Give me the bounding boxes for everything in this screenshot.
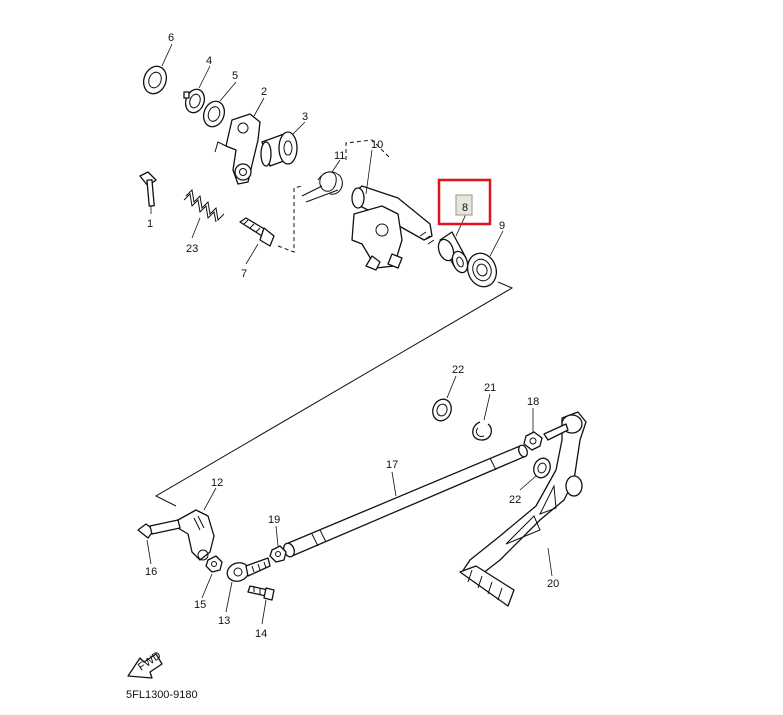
callout-12[interactable]: 12 xyxy=(211,477,223,489)
callout-14[interactable]: 14 xyxy=(255,628,267,640)
part-2-stopper-lever[interactable] xyxy=(214,113,261,185)
part-10-shift-shaft[interactable] xyxy=(351,185,435,271)
callout-4[interactable]: 4 xyxy=(206,55,212,67)
part-8-bush[interactable] xyxy=(436,231,471,275)
part-18-nut[interactable] xyxy=(523,431,543,451)
part-12-rod-end[interactable] xyxy=(177,509,215,561)
fwd-arrow-icon: FWD xyxy=(127,650,163,679)
part-19-nut[interactable] xyxy=(269,545,287,563)
selected-part-chip xyxy=(455,194,473,216)
callout-15[interactable]: 15 xyxy=(194,599,206,611)
part-3-collar[interactable] xyxy=(260,131,298,167)
diagram-code: 5FL1300-9180 xyxy=(126,689,198,701)
callout-21[interactable]: 21 xyxy=(484,382,496,394)
part-15-nut[interactable] xyxy=(205,555,223,573)
callout-2[interactable]: 2 xyxy=(261,86,267,98)
callout-3[interactable]: 3 xyxy=(302,111,308,123)
part-21-circlip[interactable] xyxy=(472,421,493,441)
part-5-washer[interactable] xyxy=(200,98,228,129)
callout-13[interactable]: 13 xyxy=(218,615,230,627)
part-14-bolt[interactable] xyxy=(247,585,275,601)
part-22-washer-lower[interactable] xyxy=(531,456,553,480)
selected-part-highlight xyxy=(437,178,492,226)
callout-7[interactable]: 7 xyxy=(241,268,247,280)
callout-8[interactable]: 8 xyxy=(462,202,468,214)
callout-17[interactable]: 17 xyxy=(386,459,398,471)
callout-22-lower[interactable]: 22 xyxy=(509,494,521,506)
part-22-washer-upper[interactable] xyxy=(430,397,454,424)
callout-11[interactable]: 11 xyxy=(334,150,345,162)
callout-22-upper[interactable]: 22 xyxy=(452,364,464,376)
part-9-oil-seal[interactable] xyxy=(463,249,501,291)
part-11-torsion-spring[interactable] xyxy=(301,171,343,203)
callout-20[interactable]: 20 xyxy=(547,578,559,590)
callout-10[interactable]: 10 xyxy=(371,139,383,151)
callout-23[interactable]: 23 xyxy=(186,243,198,255)
part-1-bolt[interactable] xyxy=(139,171,157,207)
part-17-shift-rod[interactable] xyxy=(282,444,529,558)
part-7-stud[interactable] xyxy=(239,217,275,247)
callout-9[interactable]: 9 xyxy=(499,220,505,232)
part-13-rod-end[interactable] xyxy=(225,557,271,584)
callout-5[interactable]: 5 xyxy=(232,70,238,82)
callout-16[interactable]: 16 xyxy=(145,566,157,578)
callout-18[interactable]: 18 xyxy=(527,396,539,408)
callout-6[interactable]: 6 xyxy=(168,32,174,44)
part-4-circlip[interactable] xyxy=(182,87,207,116)
part-20-shift-pedal[interactable] xyxy=(459,411,587,607)
callout-19[interactable]: 19 xyxy=(268,514,280,526)
callout-1[interactable]: 1 xyxy=(147,218,153,230)
part-6-washer[interactable] xyxy=(140,63,170,97)
part-16-bolt[interactable] xyxy=(137,519,181,539)
part-23-spring[interactable] xyxy=(183,188,225,223)
